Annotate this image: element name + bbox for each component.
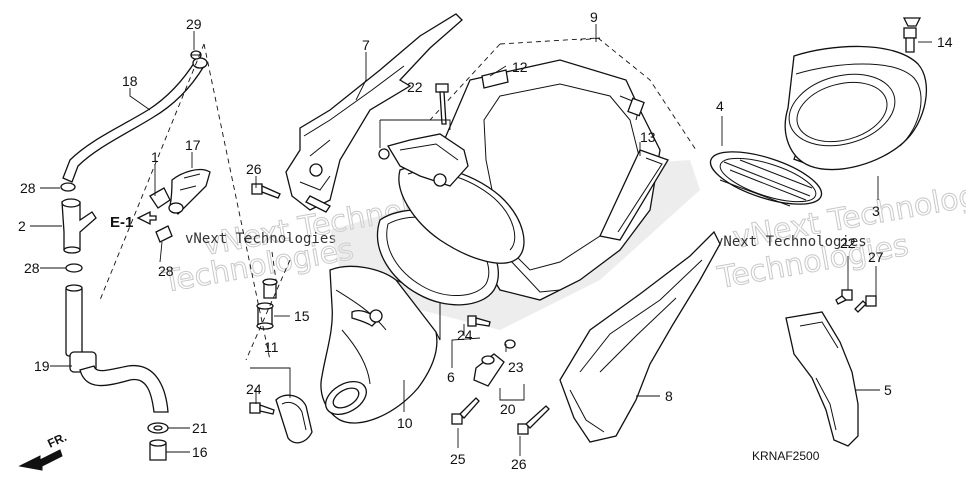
screw-25 xyxy=(451,397,480,425)
bolt-14 xyxy=(902,17,922,53)
mud-guard-5 xyxy=(785,311,859,447)
bolt-27 xyxy=(854,295,877,313)
bolt-24-center xyxy=(467,315,491,327)
band-11 xyxy=(275,394,313,444)
callout-22-top: 22 xyxy=(407,79,423,95)
callout-9: 9 xyxy=(590,9,598,25)
side-cover-8 xyxy=(559,230,721,443)
grommet-15 xyxy=(256,302,274,330)
callout-3: 3 xyxy=(872,203,880,219)
callout-14: 14 xyxy=(937,34,953,50)
callout-7: 7 xyxy=(362,37,370,53)
callout-numbers: 29 18 1 17 28 2 28 28 19 21 16 7 22 12 9… xyxy=(18,9,953,472)
callout-24-b: 24 xyxy=(457,327,473,343)
callout-18: 18 xyxy=(122,73,138,89)
plug-16 xyxy=(149,439,167,461)
callout-19: 19 xyxy=(34,358,50,374)
callout-11: 11 xyxy=(264,339,279,355)
svg-text:FR.: FR. xyxy=(45,430,68,451)
callout-10: 10 xyxy=(397,415,413,431)
callout-29: 29 xyxy=(186,16,202,32)
clip-28-upper xyxy=(60,182,76,192)
joint-23 xyxy=(473,339,516,387)
callout-22-right: 22 xyxy=(840,235,856,251)
clip-28-mid xyxy=(155,225,173,243)
callout-28-b: 28 xyxy=(24,260,40,276)
breather-joint-2 xyxy=(61,198,97,254)
callout-12: 12 xyxy=(512,59,528,75)
bolt-24-left xyxy=(249,402,275,415)
callout-24-a: 24 xyxy=(246,381,262,397)
breather-tube-19 xyxy=(65,284,169,413)
callout-15: 15 xyxy=(294,308,310,324)
bolt-22-right xyxy=(835,289,853,305)
callout-2: 2 xyxy=(18,218,26,234)
callout-13: 13 xyxy=(640,129,656,145)
section-reference-e1: E-1 xyxy=(110,210,157,231)
svg-text:E-1: E-1 xyxy=(110,214,133,231)
callout-20: 20 xyxy=(500,401,516,417)
bolt-26-upper xyxy=(251,183,281,199)
callout-26-b: 26 xyxy=(511,456,527,472)
seal-ring-6 xyxy=(376,165,525,306)
bracket-7 xyxy=(285,13,463,213)
leader-lines xyxy=(30,24,932,456)
holder-bracket xyxy=(378,133,469,187)
callout-4: 4 xyxy=(716,98,724,114)
leader-22 xyxy=(379,119,451,148)
breather-cap-17 xyxy=(168,168,211,215)
leader-9-outline xyxy=(429,37,697,151)
svg-text:vNext Technologies: vNext Technologies xyxy=(715,234,867,250)
callout-26-a: 26 xyxy=(246,161,262,177)
clip-28-lower xyxy=(65,263,83,273)
clip-1 xyxy=(149,187,171,209)
callout-8: 8 xyxy=(665,388,673,404)
cover-plate-13 xyxy=(599,149,669,241)
callout-28-c: 28 xyxy=(158,263,174,279)
clip-21 xyxy=(147,422,169,434)
svg-text:vNext Technologies: vNext Technologies xyxy=(185,231,337,247)
callout-21: 21 xyxy=(192,420,208,436)
callout-23: 23 xyxy=(508,359,524,375)
callout-28-a: 28 xyxy=(20,180,36,196)
callout-16: 16 xyxy=(192,444,208,460)
callout-1: 1 xyxy=(151,149,159,165)
callout-25: 25 xyxy=(450,451,466,467)
diagram-code: KRNAF2500 xyxy=(752,449,820,463)
reference-dashed-lines xyxy=(99,43,291,361)
callout-27: 27 xyxy=(868,249,884,265)
callout-17: 17 xyxy=(185,137,201,153)
callout-5: 5 xyxy=(884,382,892,398)
callout-6: 6 xyxy=(447,369,455,385)
front-direction-indicator: FR. xyxy=(18,430,69,471)
collar-26-left xyxy=(262,278,278,299)
label-12 xyxy=(481,69,509,89)
screw-26-bottom xyxy=(517,405,550,435)
bolt-22-top xyxy=(435,83,449,125)
air-filter-element-3 xyxy=(784,45,927,171)
